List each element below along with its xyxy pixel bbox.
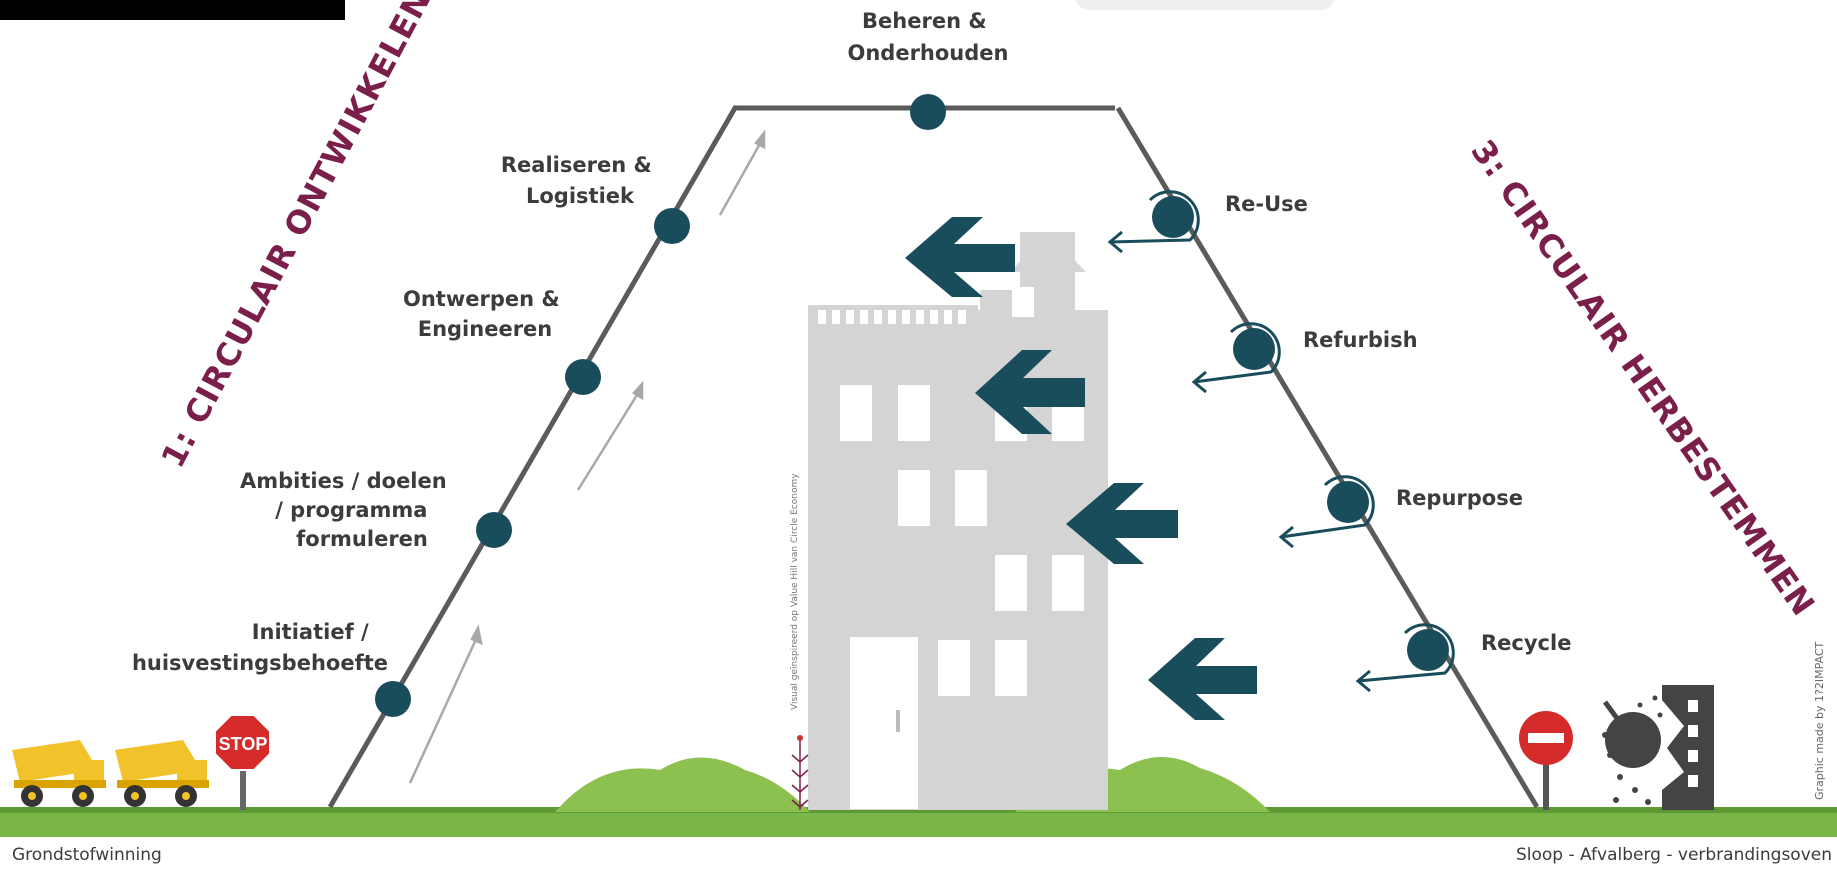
node-recycle [1355, 623, 1455, 693]
credit-inspired: Visual geïnspireerd op Value Hill van Ci… [790, 473, 800, 710]
plant-icon [791, 735, 809, 810]
demolition-icon [1602, 685, 1714, 810]
node-reuse [1107, 190, 1200, 254]
stage-recycle-label: Recycle [1481, 631, 1571, 655]
return-arrow-1 [905, 217, 1015, 297]
phase-left-label: 1: CIRCULAIR ONTWIKKELEN [154, 0, 439, 474]
node-realiseren [654, 208, 690, 244]
header-black-block [0, 0, 345, 20]
node-refurbish [1191, 322, 1281, 394]
node-ontwerpen [565, 359, 601, 395]
no-entry-icon [1519, 711, 1573, 810]
stop-sign-label: STOP [219, 734, 268, 754]
stage-reuse-label: Re-Use [1225, 192, 1308, 216]
building [808, 232, 1108, 810]
stage-repurpose-label: Repurpose [1396, 486, 1523, 510]
node-ambities [476, 512, 512, 548]
return-arrows [905, 217, 1257, 720]
node-repurpose [1278, 475, 1375, 549]
stage-initiatief-label: Initiatief / huisvestingsbehoefte [132, 620, 388, 675]
header-pill [1075, 0, 1335, 10]
uphill-arrows [408, 129, 766, 784]
dump-truck-icon [12, 740, 106, 807]
stage-ontwerpen-label: Ontwerpen & Engineeren [403, 287, 567, 341]
return-arrow-3 [1066, 483, 1178, 564]
node-beheren [910, 94, 946, 130]
dump-truck-icon [115, 740, 209, 807]
stage-ambities-label: Ambities / doelen / programma formuleren [240, 469, 454, 551]
stage-beheren-label: Beheren & Onderhouden [848, 9, 1009, 65]
bush-left [555, 757, 810, 812]
phase-right-label: 3: CIRCULAIR HERBESTEMMEN [1463, 133, 1822, 623]
hill-left-slope [327, 105, 1115, 809]
node-initiatief [375, 681, 411, 717]
stage-realiseren-label: Realiseren & Logistiek [501, 153, 659, 208]
footer-left: Grondstofwinning [12, 845, 162, 865]
footer-right: Sloop - Afvalberg - verbrandingsoven [1516, 845, 1832, 865]
stage-refurbish-label: Refurbish [1303, 328, 1418, 352]
stop-sign-icon: STOP [214, 714, 271, 810]
credit-made-by: Graphic made by 1?2IMPACT [1813, 641, 1826, 800]
return-arrow-2 [975, 350, 1085, 434]
return-arrow-4 [1148, 638, 1257, 720]
